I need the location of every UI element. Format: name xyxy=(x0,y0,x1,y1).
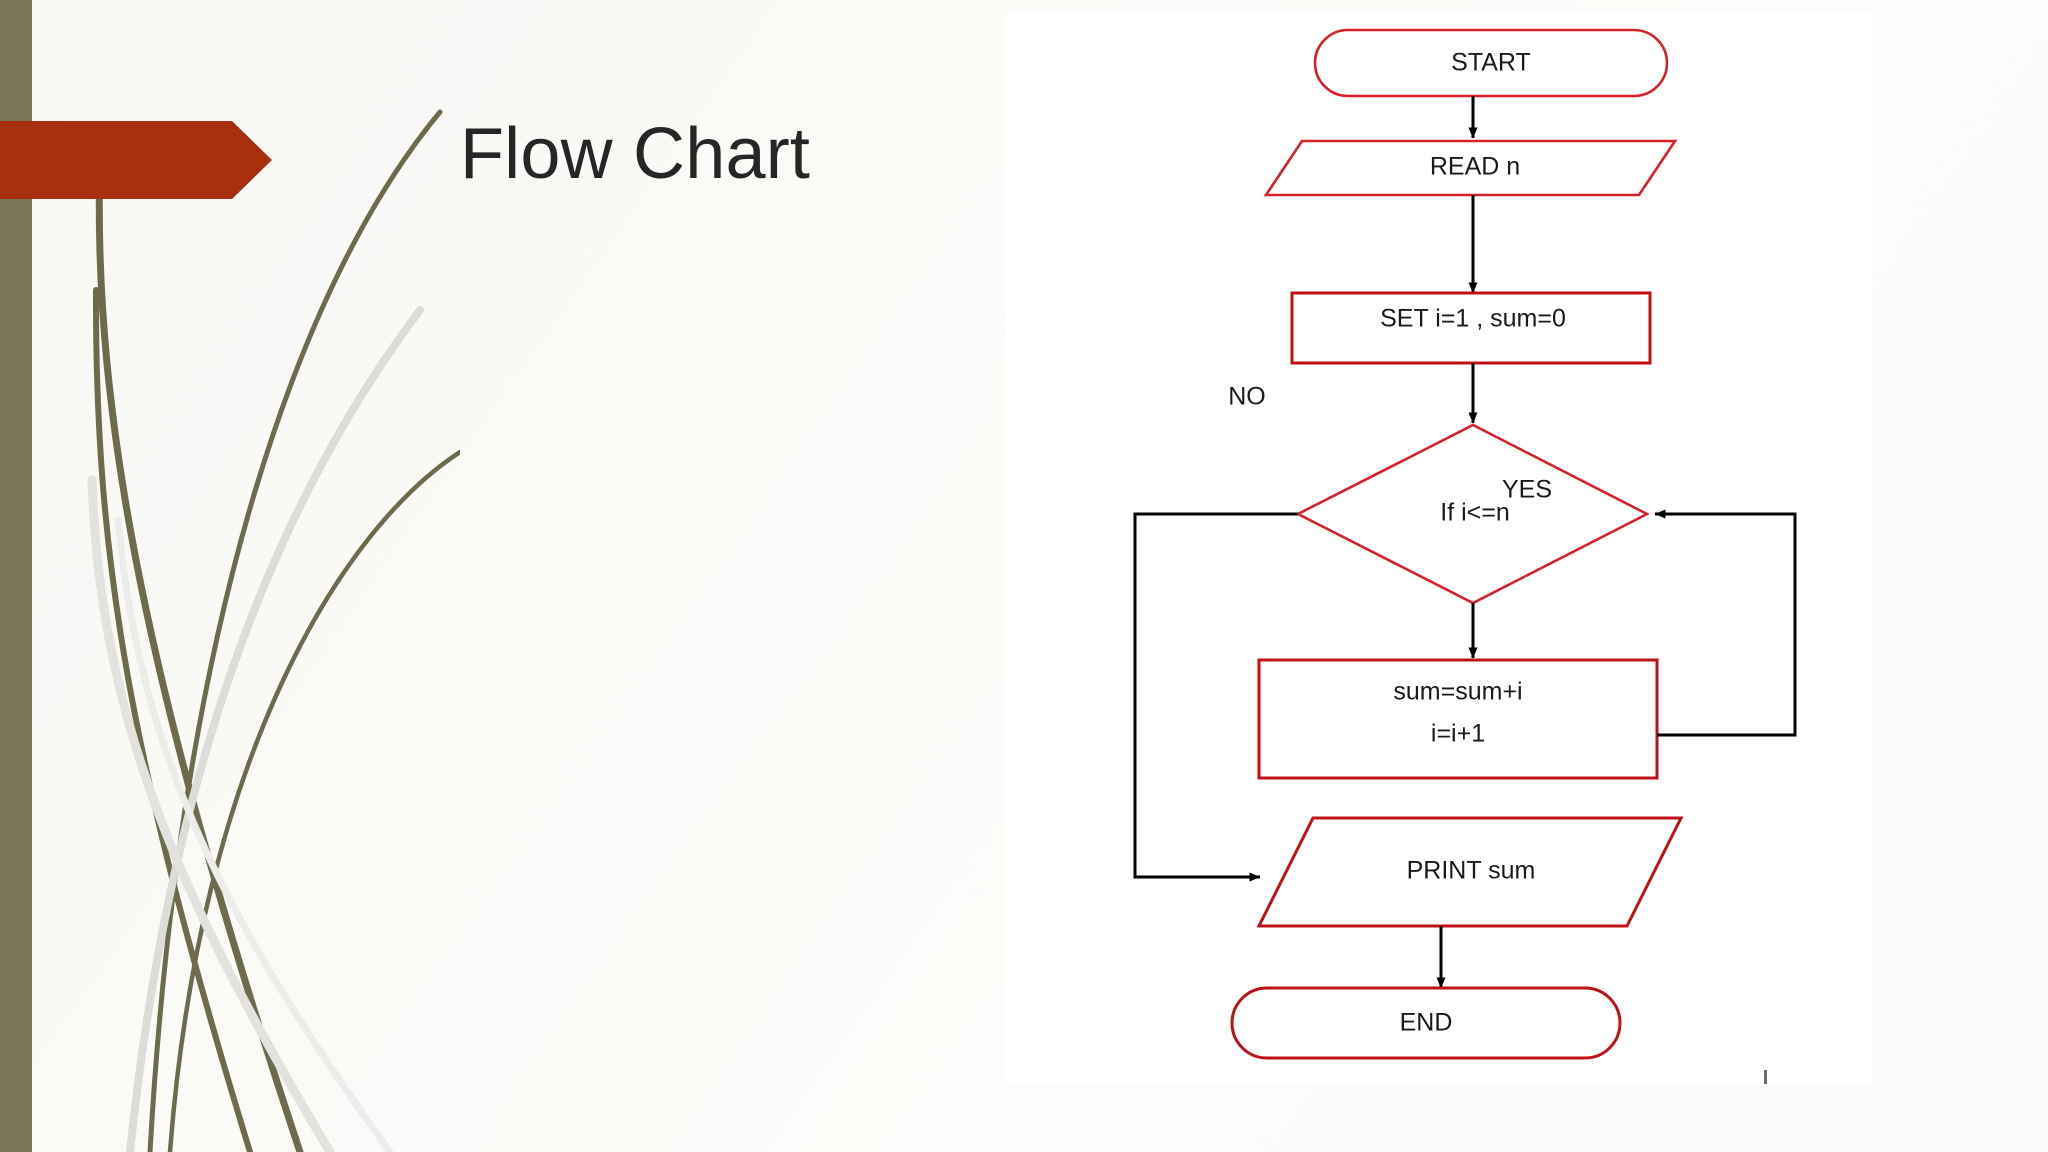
node-end: END xyxy=(1230,986,1622,1060)
title-banner-arrow xyxy=(0,121,272,199)
flowchart-image: START READ n SET i=1 , sum=0 If i<=n xyxy=(1005,13,1872,1085)
edge-no-branch xyxy=(1133,512,1298,882)
page-title: Flow Chart xyxy=(460,114,811,194)
node-end-label: END xyxy=(1400,1009,1453,1037)
node-read-label: READ n xyxy=(1430,153,1520,181)
branch-label-no: NO xyxy=(1228,383,1266,411)
node-set-label: SET i=1 , sum=0 xyxy=(1380,305,1566,333)
node-body: sum=sum+i i=i+1 xyxy=(1257,658,1659,780)
node-condition-label: If i<=n xyxy=(1440,499,1510,527)
node-print: PRINT sum xyxy=(1256,816,1684,928)
node-start: START xyxy=(1313,28,1669,98)
branch-label-yes: YES xyxy=(1502,476,1552,504)
node-body-label-line2: i=i+1 xyxy=(1431,720,1485,748)
flowchart-svg: START READ n SET i=1 , sum=0 If i<=n xyxy=(1133,28,1797,1060)
image-artifact-mark xyxy=(1764,1070,1767,1084)
edge-loop-back xyxy=(1654,509,1797,737)
node-start-label: START xyxy=(1451,49,1531,77)
node-set: SET i=1 , sum=0 xyxy=(1290,291,1652,365)
node-read: READ n xyxy=(1263,139,1678,197)
node-print-label: PRINT sum xyxy=(1407,857,1536,885)
node-condition: If i<=n xyxy=(1295,423,1650,605)
node-body-label-line1: sum=sum+i xyxy=(1393,678,1522,706)
